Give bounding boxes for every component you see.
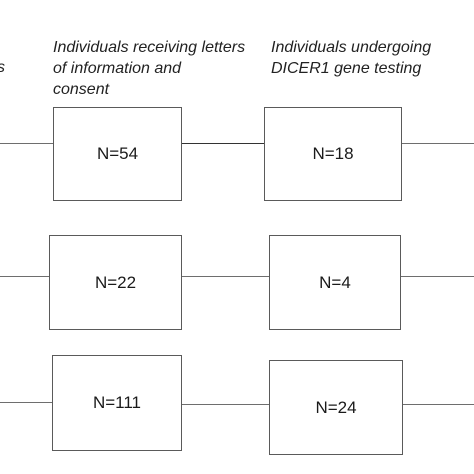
row-1-letters-box: N=54: [53, 107, 182, 201]
row-2-testing-count: N=4: [319, 272, 351, 292]
row-1-link-connector: [182, 143, 264, 144]
cut-off-column-header: s: [0, 57, 5, 78]
row-3-letters-box: N=111: [52, 355, 182, 451]
row-2-letters-count: N=22: [94, 272, 137, 292]
row-2-incoming-connector: [0, 276, 49, 277]
row-3-link-connector: [182, 404, 269, 405]
row-1-testing-box: N=18: [264, 107, 402, 201]
letters-column-header: Individuals receiving letters of informa…: [53, 37, 245, 100]
row-1-incoming-connector: [0, 143, 53, 144]
row-2-letters-box: N=22: [49, 235, 182, 330]
row-1-letters-count: N=54: [96, 144, 139, 163]
row-3-testing-count: N=24: [315, 397, 357, 417]
row-2-link-connector: [182, 276, 269, 277]
testing-header-line-1: Individuals undergoing: [271, 39, 432, 56]
letters-header-line-2: of information and: [53, 60, 182, 77]
row-3-outgoing-connector: [403, 404, 474, 405]
testing-header-line-2: DICER1 gene testing: [271, 60, 422, 77]
row-2-testing-box: N=4: [269, 235, 401, 330]
row-2-outgoing-connector: [401, 276, 474, 277]
letters-header-line-3: consent: [53, 81, 110, 98]
cut-off-header-text: s: [0, 57, 5, 78]
row-3-incoming-connector: [0, 402, 52, 403]
letters-header-line-1: Individuals receiving letters: [53, 39, 246, 56]
row-1-testing-count: N=18: [312, 144, 354, 163]
row-1-outgoing-connector: [402, 143, 474, 144]
testing-column-header: Individuals undergoing DICER1 gene testi…: [271, 37, 431, 79]
row-3-letters-count: N=111: [92, 393, 142, 412]
row-3-testing-box: N=24: [269, 360, 403, 455]
